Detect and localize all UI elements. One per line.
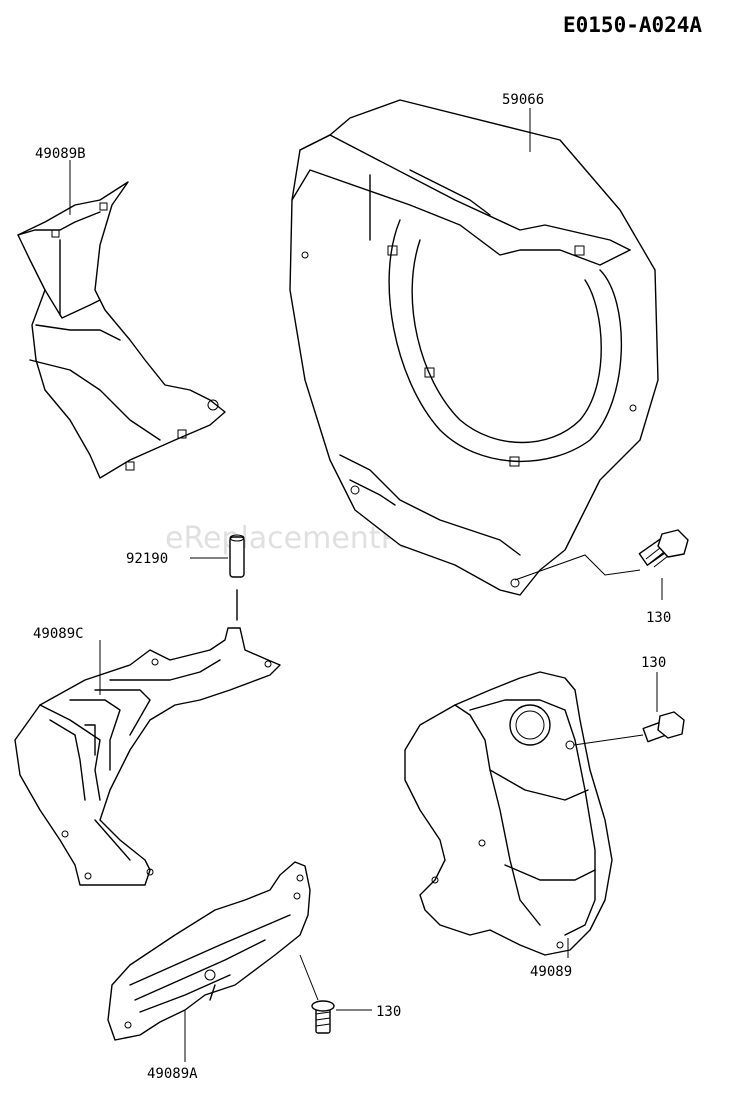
upper-cover-part[interactable] [17,181,226,479]
part-label-bolt-baffle[interactable]: 130 [641,655,666,671]
part-label-upper-cover[interactable]: 49089B [35,146,86,162]
part-label-shroud[interactable]: 59066 [502,92,544,108]
part-label-pin[interactable]: 92190 [126,551,168,567]
diagram-code: E0150-A024A [563,13,702,37]
pin-part[interactable] [229,534,245,578]
bolt-baffle-install-line [573,734,644,746]
bolt-shroud-part[interactable] [638,529,689,568]
part-label-bolt-shroud[interactable]: 130 [646,610,671,626]
middle-cover-part[interactable] [14,627,281,886]
part-label-middle-cover[interactable]: 49089C [33,626,84,642]
bolt-shroud-install-line [514,554,641,581]
bolt-baffle-part[interactable] [642,711,685,743]
part-label-baffle[interactable]: 49089 [530,964,572,980]
fan-shroud-part[interactable] [289,99,659,596]
part-label-lower-cover[interactable]: 49089A [147,1066,198,1082]
lower-cover-part[interactable] [107,861,311,1041]
baffle-part[interactable] [404,671,613,956]
part-label-bolt-lower[interactable]: 130 [376,1004,401,1020]
bolt-lower-part[interactable] [311,1000,335,1034]
bolt-lower-install-line [299,954,319,1001]
